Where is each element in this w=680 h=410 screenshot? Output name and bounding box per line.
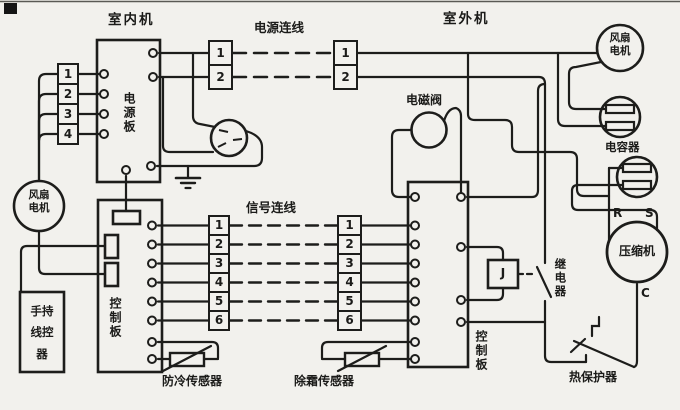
defrost-thermistor <box>343 351 381 368</box>
thermal-protector-label: 热保护器 <box>569 370 618 384</box>
compressor-terminal-s: S <box>645 206 654 220</box>
terminal-cell: 5 <box>208 291 230 312</box>
lamp-marks <box>217 129 243 148</box>
indoor-power-board-label: 电源板 <box>122 92 136 134</box>
indoor-section-title: 室内机 <box>108 12 155 28</box>
solenoid-valve-label: 电磁阀 <box>406 93 443 107</box>
terminal-cell: 4 <box>208 272 230 293</box>
indoor-power-board-box <box>95 38 162 184</box>
indoor-control-board-label: 控制板 <box>108 297 122 339</box>
terminal-cell: 1 <box>333 40 358 66</box>
terminal-cell: 2 <box>57 83 79 105</box>
outdoor-control-board-label: 控制板 <box>474 330 488 372</box>
transformer-box <box>111 209 142 226</box>
terminal-cell: 3 <box>208 253 230 274</box>
capacitor-plate <box>621 162 653 174</box>
terminal-cell: 1 <box>208 215 230 236</box>
outdoor-fan-motor-label: 风扇电机 <box>609 32 631 58</box>
solenoid-valve-circle <box>410 111 448 149</box>
capacitor-label: 电容器 <box>605 140 640 154</box>
wires-layer <box>0 0 680 373</box>
scan-artifact-square <box>4 3 17 14</box>
terminal-cell: 6 <box>208 310 230 331</box>
relay-coil-label: J <box>500 265 506 280</box>
indoor-fan-motor-circle <box>12 179 66 233</box>
terminal-cell: 2 <box>333 64 358 90</box>
defrost-sensor-label: 除霜传感器 <box>294 374 355 388</box>
indicator-lamp-circle <box>209 118 249 158</box>
connector-box <box>103 261 120 288</box>
terminal-cell: 2 <box>208 234 230 255</box>
terminal-cell: 3 <box>337 253 362 274</box>
outdoor-control-board-box <box>406 180 470 369</box>
compressor-circle <box>605 220 669 284</box>
outdoor-section-title: 室外机 <box>443 11 490 27</box>
remote-controller-label: 手持线控器 <box>30 304 54 361</box>
compressor-label: 压缩机 <box>618 244 655 258</box>
terminal-cell: 2 <box>337 234 362 255</box>
indoor-fan-motor-label: 风扇电机 <box>28 189 50 215</box>
terminal-cell: 2 <box>208 64 233 90</box>
signal-line-label: 信号连线 <box>246 200 297 215</box>
components-layer <box>12 23 669 374</box>
fan-capacitor-circle <box>598 95 642 139</box>
outdoor-fan-motor-circle <box>595 23 645 73</box>
anti-frost-sensor-label: 防冷传感器 <box>162 374 223 388</box>
terminal-cell: 1 <box>337 215 362 236</box>
relay-coil-box <box>486 258 520 290</box>
compressor-terminal-c: C <box>641 286 650 300</box>
terminal-cell: 4 <box>337 272 362 293</box>
connector-box <box>103 233 120 260</box>
terminal-cell: 1 <box>208 40 233 66</box>
power-line-label: 电源连线 <box>254 20 305 35</box>
capacitor-plate <box>604 103 636 115</box>
remote-controller-box <box>18 290 66 374</box>
capacitor-plate <box>604 120 636 132</box>
terminal-cell: 1 <box>57 63 79 85</box>
terminal-cell: 5 <box>337 291 362 312</box>
terminal-cell: 6 <box>337 310 362 331</box>
terminals-layer <box>99 48 466 364</box>
compressor-terminal-r: R <box>613 206 623 220</box>
anti-frost-thermistor <box>168 351 206 368</box>
indoor-control-board-box <box>96 198 164 374</box>
terminal-cell: 4 <box>57 123 79 145</box>
relay-label: 继电器 <box>553 258 568 299</box>
compressor-capacitor-circle <box>615 155 659 199</box>
capacitor-plate <box>621 179 653 191</box>
terminal-cell: 3 <box>57 103 79 125</box>
